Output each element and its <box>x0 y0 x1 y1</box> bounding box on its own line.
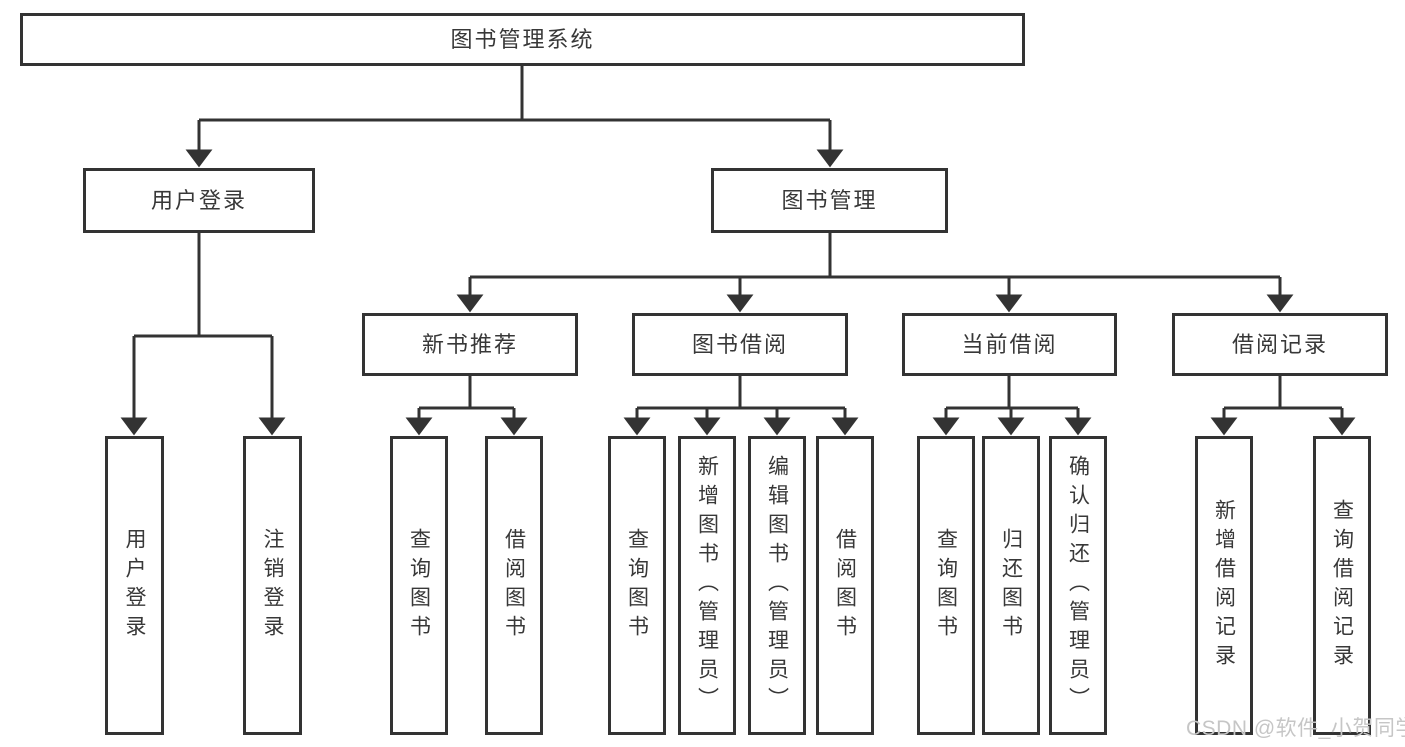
leaf-query-borrow-record: 查询借阅记录 <box>1313 436 1371 735</box>
leaf-query-books-borrow: 查询图书 <box>608 436 666 735</box>
node-label: 查询图书 <box>407 527 431 644</box>
node-label: 用户登录 <box>150 187 247 213</box>
leaf-user-login: 用户登录 <box>105 436 164 735</box>
node-label: 新增借阅记录 <box>1212 498 1236 673</box>
leaf-query-books-recommend: 查询图书 <box>390 436 448 735</box>
node-current-borrow: 当前借阅 <box>902 313 1117 376</box>
node-user-login: 用户登录 <box>83 168 315 233</box>
connector-new-book-children <box>405 376 528 436</box>
connector-user-login-children <box>120 233 286 436</box>
node-label: 新增图书（管理员） <box>695 455 719 716</box>
leaf-borrow-books: 借阅图书 <box>816 436 874 735</box>
node-label: 查询图书 <box>625 527 649 644</box>
leaf-logout: 注销登录 <box>243 436 302 735</box>
node-label: 借阅图书 <box>502 527 526 644</box>
node-book-borrow: 图书借阅 <box>632 313 848 376</box>
leaf-borrow-books-recommend: 借阅图书 <box>485 436 543 735</box>
leaf-add-borrow-record: 新增借阅记录 <box>1195 436 1253 735</box>
leaf-confirm-return-admin: 确认归还（管理员） <box>1049 436 1107 735</box>
node-label: 新书推荐 <box>421 331 518 357</box>
node-label: 图书借阅 <box>691 331 788 357</box>
connector-borrow-records-children <box>1210 376 1356 436</box>
node-label: 编辑图书（管理员） <box>765 455 789 716</box>
node-label: 图书管理系统 <box>450 26 595 52</box>
leaf-query-books-current: 查询图书 <box>917 436 975 735</box>
connector-book-management-children <box>456 233 1294 313</box>
node-library-management-system: 图书管理系统 <box>20 13 1025 66</box>
node-label: 借阅图书 <box>833 527 857 644</box>
leaf-edit-book-admin: 编辑图书（管理员） <box>748 436 806 735</box>
csdn-watermark: CSDN @软件_小贺同学 <box>1186 717 1405 740</box>
node-label: 注销登录 <box>261 527 284 644</box>
node-borrow-records: 借阅记录 <box>1172 313 1388 376</box>
node-label: 图书管理 <box>781 187 878 213</box>
node-label: 查询图书 <box>934 527 958 644</box>
node-book-management: 图书管理 <box>711 168 948 233</box>
node-label: 查询借阅记录 <box>1330 498 1354 673</box>
node-new-book-recommend: 新书推荐 <box>362 313 578 376</box>
node-label: 归还图书 <box>999 527 1023 644</box>
leaf-return-book: 归还图书 <box>982 436 1040 735</box>
node-label: 借阅记录 <box>1231 331 1328 357</box>
node-label: 确认归还（管理员） <box>1066 455 1090 716</box>
connector-current-borrow-children <box>932 376 1092 436</box>
node-label: 当前借阅 <box>961 331 1058 357</box>
connector-root-to-level2 <box>185 66 844 168</box>
node-label: 用户登录 <box>123 527 146 644</box>
connector-book-borrow-children <box>623 376 859 436</box>
leaf-add-book-admin: 新增图书（管理员） <box>678 436 736 735</box>
